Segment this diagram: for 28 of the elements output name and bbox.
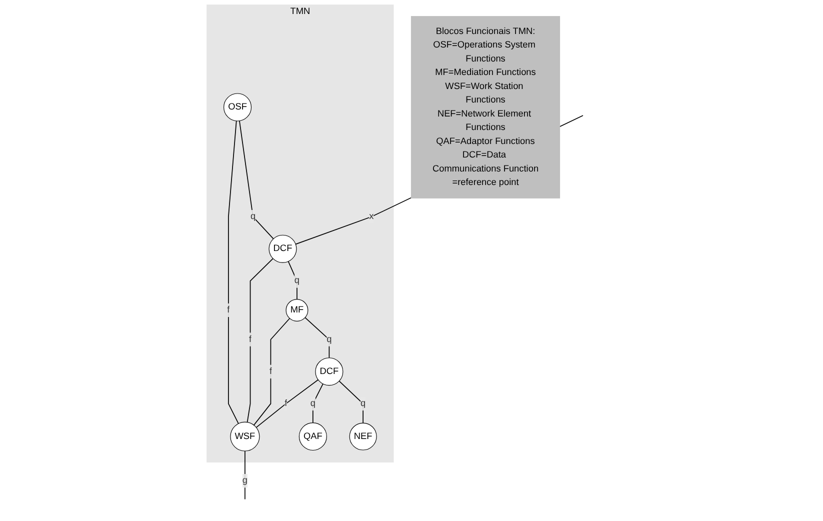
connector (252, 318, 290, 426)
edge-label: g (242, 476, 248, 486)
node-circle: MF (285, 299, 308, 322)
edge-label: f (248, 334, 252, 344)
edge-label: x (368, 212, 374, 222)
connector (228, 120, 238, 424)
edge-label: q (360, 398, 366, 408)
edge-label: q (250, 212, 256, 222)
edge-label: q (310, 398, 315, 408)
node-box: Blocos Funcionais TMN: OSF=Operations System Functions MF=Mediation Functions WSF=Work Station Functions NEF=Network Element Functions QAF=Adaptor Functions DCF=Data Communications Function =reference point (410, 16, 560, 198)
connector (312, 383, 323, 424)
node-circle: QAF (298, 422, 326, 451)
edge-label: q (294, 276, 300, 286)
node-circle: DCF (268, 234, 296, 263)
node-circle: NEF (348, 422, 376, 450)
node-circle: DCF (314, 358, 343, 386)
connector (246, 258, 273, 423)
node-circle: WSF (230, 422, 260, 452)
connector (304, 317, 330, 358)
node-circle: OSF (223, 93, 252, 122)
connector (238, 120, 274, 240)
edge-label: q (326, 334, 332, 344)
connector (244, 450, 245, 500)
connector (255, 379, 318, 428)
edge-label: f (226, 305, 230, 315)
edge-label: f (284, 398, 287, 408)
edge-label: f (268, 366, 272, 376)
connector (338, 380, 363, 424)
